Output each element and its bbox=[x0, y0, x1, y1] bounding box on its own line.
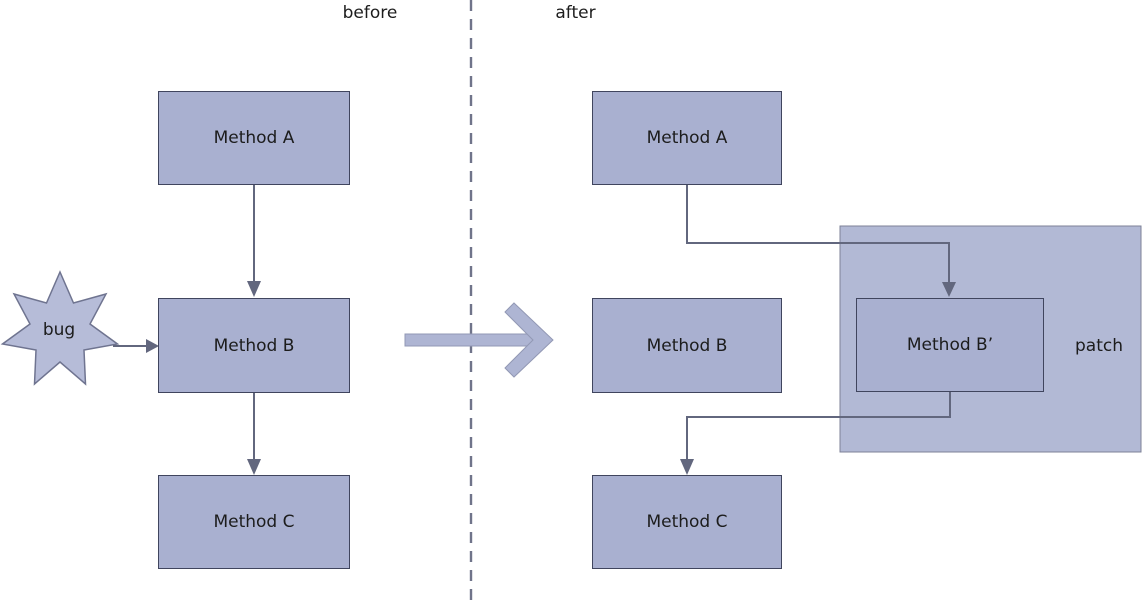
connector-before-a-to-b bbox=[247, 185, 261, 297]
before-method-b-box: Method B bbox=[158, 298, 350, 393]
connector-after-b-prime-to-c bbox=[680, 392, 951, 475]
after-method-a-box: Method A bbox=[592, 91, 782, 185]
connector-before-b-to-c bbox=[247, 392, 261, 475]
connector-line bbox=[686, 185, 950, 282]
after-method-b-prime-box: Method B’ bbox=[856, 298, 1044, 392]
arrowhead-icon bbox=[247, 459, 261, 475]
before-column-label: before bbox=[342, 3, 398, 23]
before-method-c-box: Method C bbox=[158, 475, 350, 569]
bug-star-shape bbox=[0, 270, 120, 386]
after-method-c-box: Method C bbox=[592, 475, 782, 569]
connector-bug-to-b bbox=[113, 339, 159, 353]
connector-line bbox=[686, 392, 951, 459]
patch-label: patch bbox=[1075, 336, 1123, 356]
arrowhead-icon bbox=[942, 282, 956, 297]
transition-arrow-head bbox=[504, 302, 554, 378]
arrowhead-icon bbox=[146, 339, 159, 353]
arrowhead-icon bbox=[247, 281, 261, 297]
transition-arrow bbox=[404, 302, 554, 378]
after-method-b-box: Method B bbox=[592, 298, 782, 393]
after-column-label: after bbox=[555, 3, 596, 23]
transition-arrow-shaft bbox=[404, 333, 534, 347]
arrowhead-icon bbox=[680, 459, 694, 475]
bug-label: bug bbox=[42, 320, 76, 340]
before-method-a-box: Method A bbox=[158, 91, 350, 185]
connector-after-a-to-b-prime bbox=[686, 185, 956, 297]
